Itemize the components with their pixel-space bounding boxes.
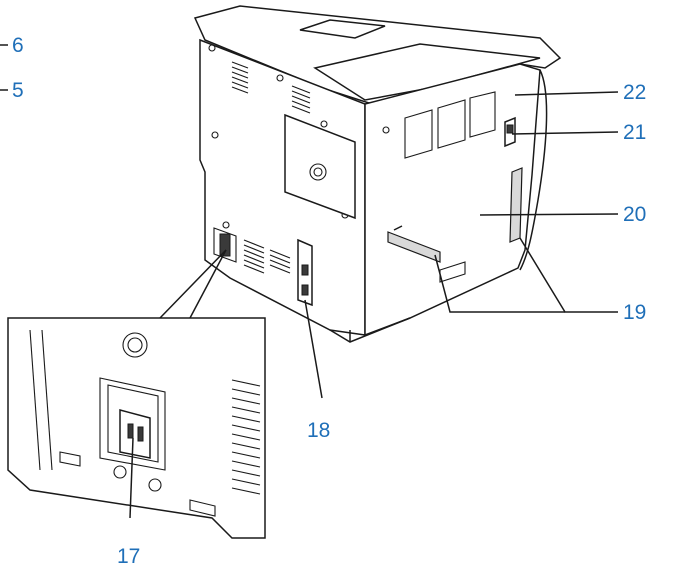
- side-panel-details: [387, 91, 523, 283]
- inset-power-inlet: [7, 249, 266, 539]
- handle-left: [387, 231, 441, 263]
- inset-vents: [231, 379, 261, 495]
- callout-19: 19: [623, 301, 646, 324]
- power-inlet-small: [219, 233, 231, 257]
- leader-19b: [519, 237, 618, 313]
- leader-19a: [434, 254, 565, 313]
- rear-panel-details: [208, 44, 390, 307]
- callout-17: 17: [117, 545, 140, 568]
- callout-6: 6: [12, 34, 24, 57]
- callout-5: 5: [12, 79, 24, 102]
- rear-vents-upper: [231, 61, 311, 114]
- callout-20: 20: [623, 203, 646, 226]
- leader-21: [511, 131, 619, 135]
- leader-lines: [0, 44, 619, 519]
- callout-18: 18: [307, 419, 330, 442]
- power-inlet: [119, 409, 151, 459]
- leader-22: [514, 91, 619, 96]
- leader-17: [129, 437, 134, 519]
- printer-body: [193, 5, 562, 343]
- leader-20: [479, 213, 619, 216]
- callout-21: 21: [623, 121, 646, 144]
- rear-vents-lower: [243, 239, 291, 274]
- leader-18: [304, 299, 323, 399]
- callout-labels: 6 5 22 21 20 19 18 17: [12, 34, 646, 568]
- interface-cover: [284, 113, 356, 220]
- callout-22: 22: [623, 81, 646, 104]
